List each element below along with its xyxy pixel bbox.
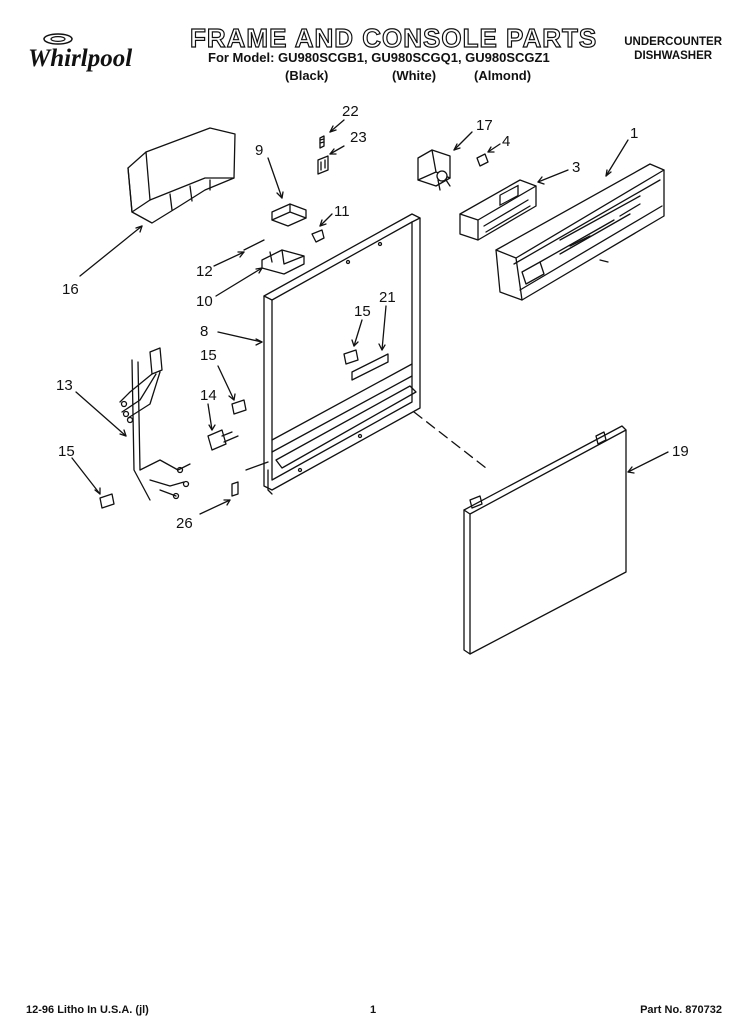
part-12-pin xyxy=(243,239,265,251)
callout-19: 19 xyxy=(672,443,689,460)
callout-22: 22 xyxy=(342,103,359,120)
part-11-connector xyxy=(311,229,325,243)
part-4-knob xyxy=(476,153,489,167)
callout-13: 13 xyxy=(56,377,73,394)
part-3-control-overlay xyxy=(459,179,537,241)
part-22-screw xyxy=(319,135,325,149)
part-19-door-panel xyxy=(463,425,627,655)
print-info: 12-96 Litho In U.S.A. (jl) xyxy=(26,1004,149,1016)
leader-lines xyxy=(71,119,669,515)
variant-almond: (Almond) xyxy=(474,68,532,83)
product-type: UNDERCOUNTER DISHWASHER xyxy=(624,35,722,63)
callout-labels: 22 23 9 17 4 1 3 11 16 12 10 21 15 8 15 … xyxy=(56,103,689,532)
variant-black: (Black) xyxy=(285,68,329,83)
callout-23: 23 xyxy=(350,129,367,146)
part-23-clip xyxy=(317,155,329,175)
part-16-console-bracket xyxy=(127,127,236,224)
page-number: 1 xyxy=(370,1004,377,1016)
callout-26: 26 xyxy=(176,515,193,532)
callout-21: 21 xyxy=(379,289,396,306)
callout-16: 16 xyxy=(62,281,79,298)
part-15-screw-center xyxy=(343,349,359,365)
callout-15-side: 15 xyxy=(200,347,217,364)
model-numbers: For Model: GU980SCGB1, GU980SCGQ1, GU980… xyxy=(208,50,550,65)
part-number: Part No. 870732 xyxy=(640,1004,722,1016)
callout-9: 9 xyxy=(255,142,263,159)
callout-11: 11 xyxy=(334,203,350,220)
page-title: FRAME AND CONSOLE PARTS xyxy=(189,22,598,53)
brand-name: Whirlpool xyxy=(28,45,132,72)
callout-1: 1 xyxy=(630,125,638,142)
product-type-line-2: DISHWASHER xyxy=(634,50,713,62)
alignment-dashed-line xyxy=(413,411,487,469)
callout-4: 4 xyxy=(502,133,510,150)
product-type-line-1: UNDERCOUNTER xyxy=(624,36,722,48)
callout-14: 14 xyxy=(200,387,217,404)
variant-white: (White) xyxy=(392,68,437,83)
callout-17: 17 xyxy=(476,117,493,134)
part-15-screw-side xyxy=(231,399,247,415)
part-10-bracket xyxy=(261,249,305,275)
part-21-strip xyxy=(351,353,389,381)
callout-3: 3 xyxy=(572,159,580,176)
callout-8: 8 xyxy=(200,323,208,340)
callout-10: 10 xyxy=(196,293,213,310)
part-1-console-panel xyxy=(495,163,665,301)
part-9-latch xyxy=(271,203,307,227)
whirlpool-logo: Whirlpool xyxy=(28,33,132,72)
part-14-switch xyxy=(207,429,239,451)
part-13-wire-harness xyxy=(119,347,191,501)
part-17-switch xyxy=(417,149,451,191)
part-26-clip xyxy=(231,481,239,497)
part-8-door-frame xyxy=(245,213,421,495)
callout-12: 12 xyxy=(196,263,213,280)
callout-15-lower: 15 xyxy=(58,443,75,460)
part-15-screw-lower xyxy=(99,493,115,509)
callout-15-center: 15 xyxy=(354,303,371,320)
